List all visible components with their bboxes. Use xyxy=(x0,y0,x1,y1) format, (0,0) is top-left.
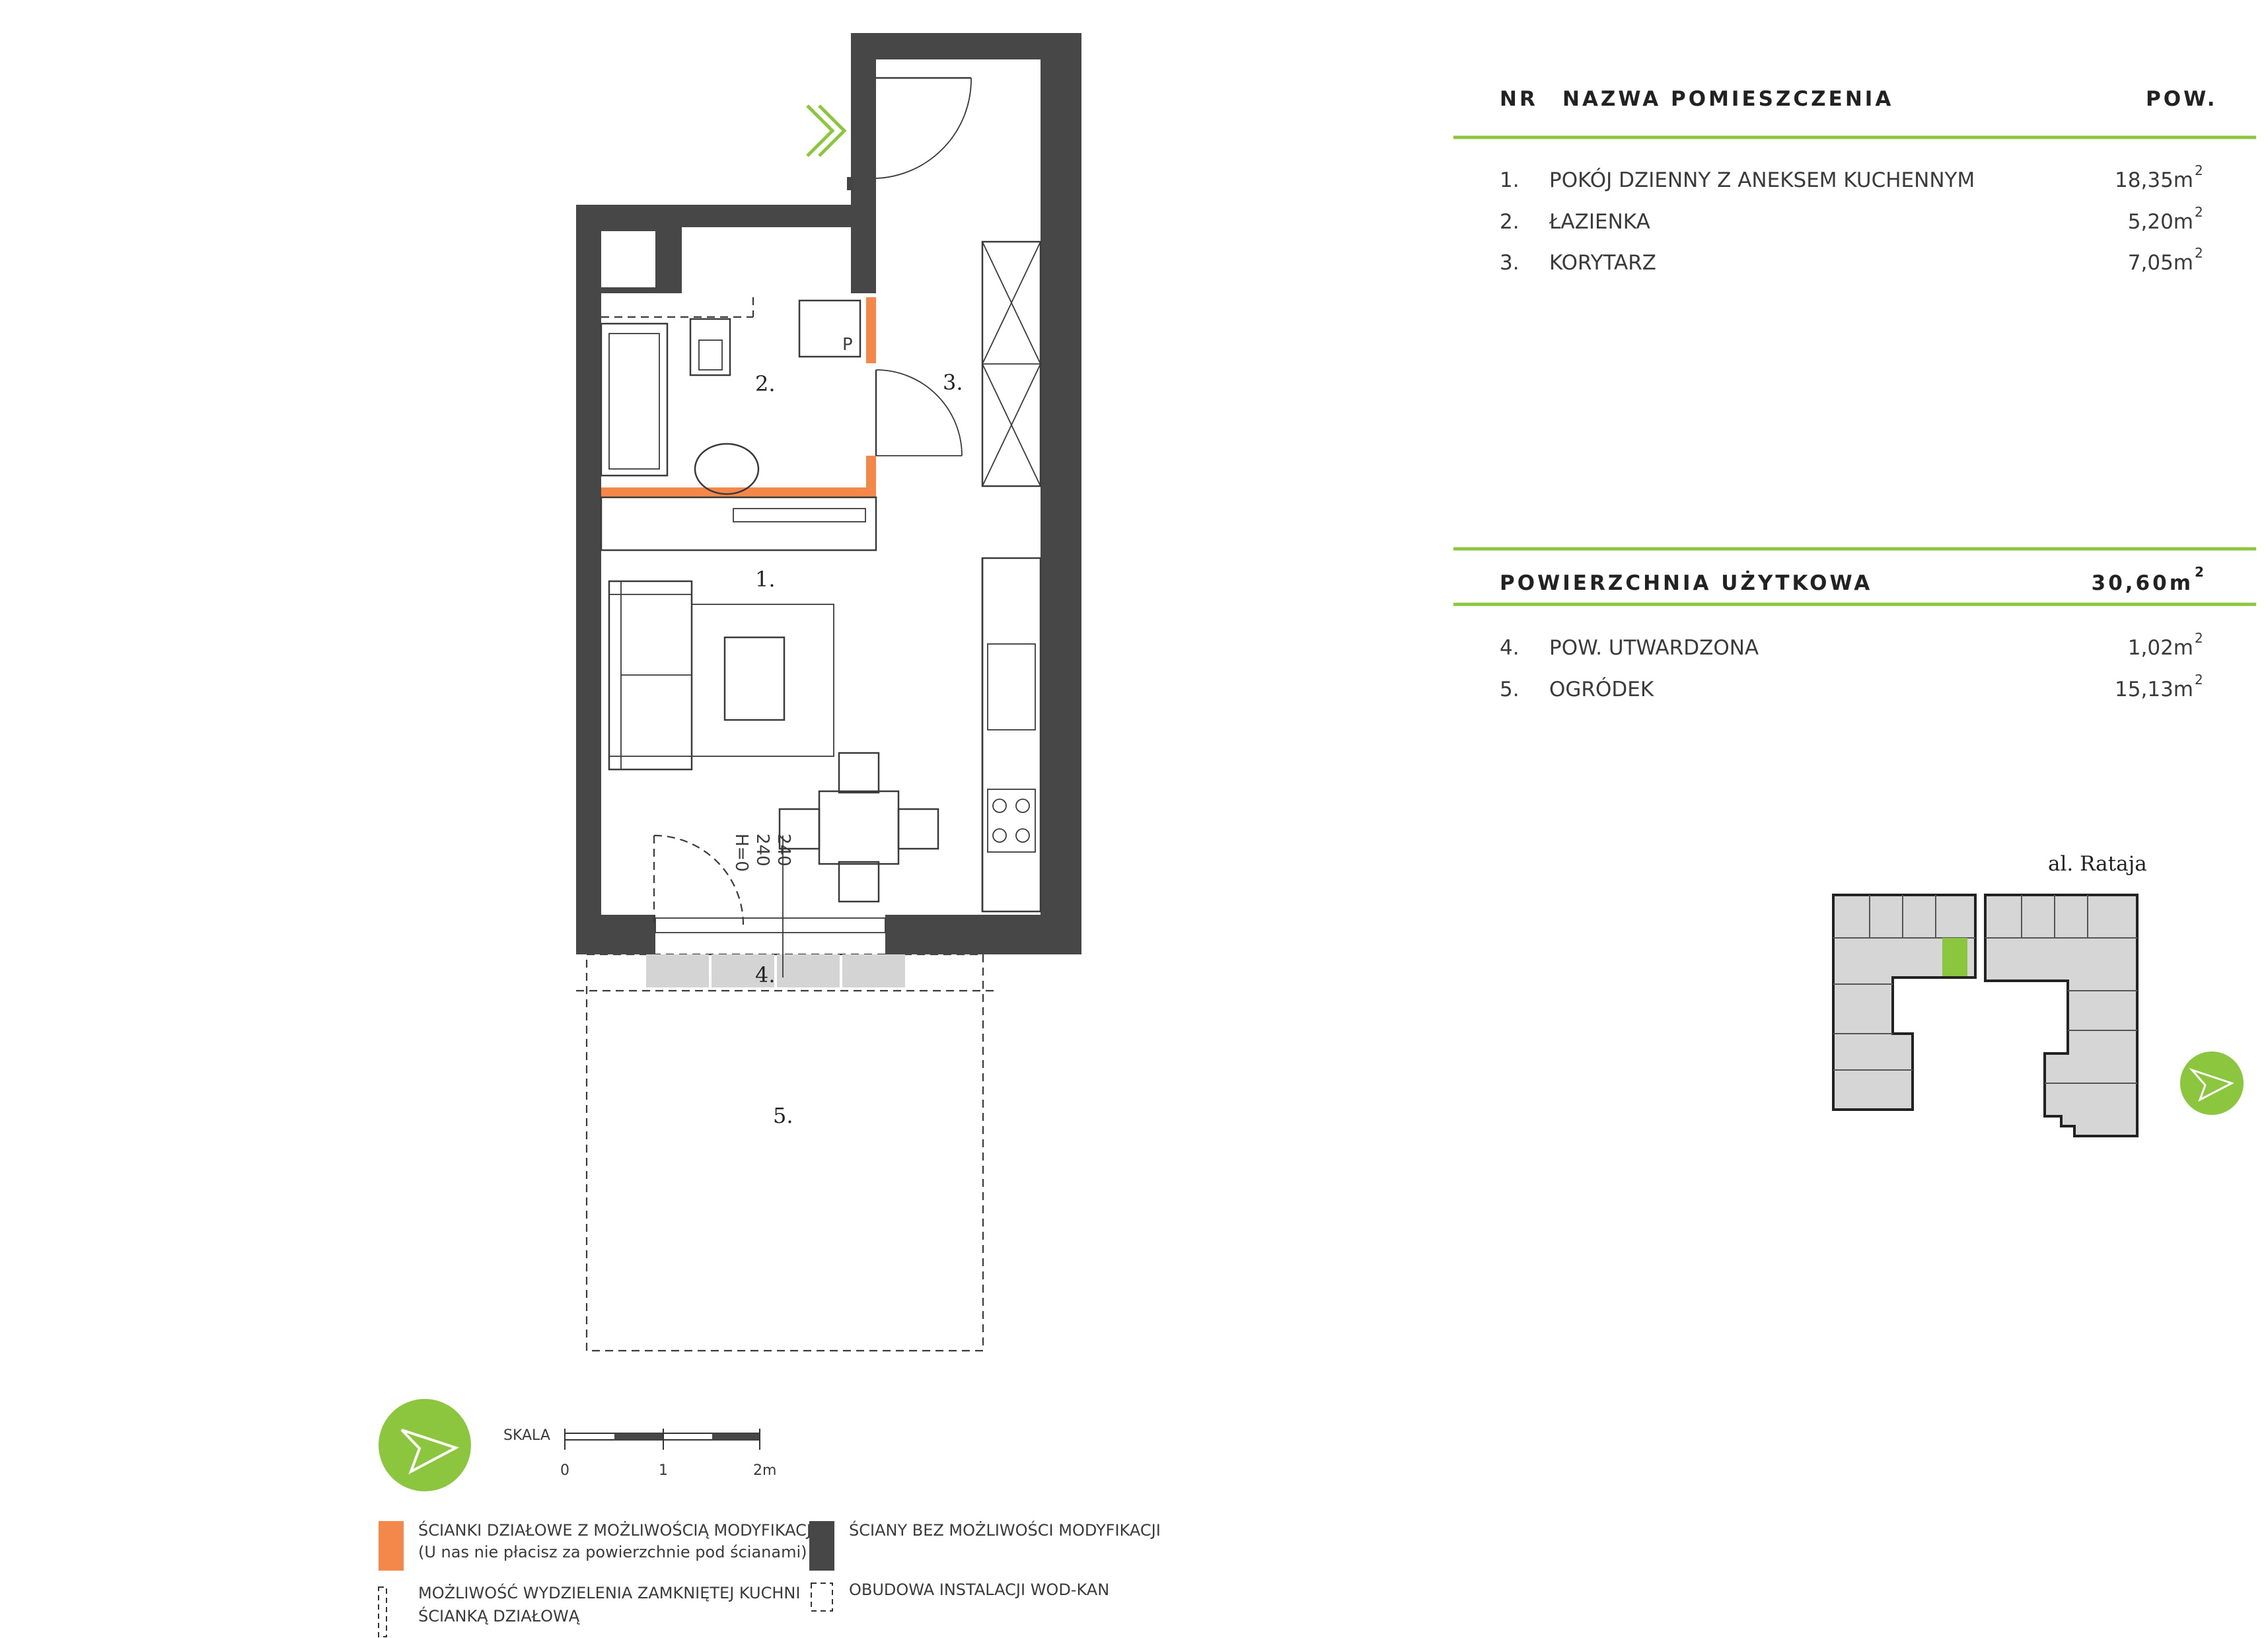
svg-text:1.: 1. xyxy=(1500,168,1519,192)
bath-door-swing xyxy=(875,369,963,456)
bathtub xyxy=(600,322,669,477)
svg-text:1,02m: 1,02m xyxy=(2128,636,2193,660)
svg-text:2: 2 xyxy=(2195,162,2203,178)
entrance-arrow-icon xyxy=(806,104,847,157)
svg-text:240: 240 xyxy=(774,834,793,867)
svg-text:240: 240 xyxy=(752,834,772,867)
toilet xyxy=(689,318,731,376)
svg-text:1: 1 xyxy=(659,1462,668,1479)
legend-install-text: OBUDOWA INSTALACJI WOD-KAN xyxy=(849,1581,1109,1599)
svg-text:5,20m: 5,20m xyxy=(2128,210,2193,234)
svg-text:2m: 2m xyxy=(753,1462,776,1479)
svg-text:3.: 3. xyxy=(1500,251,1519,275)
building-left xyxy=(1832,894,1977,1111)
svg-text:7,05m: 7,05m xyxy=(2128,251,2193,275)
bathroom-fixtures: P xyxy=(600,297,861,495)
room-label-4: 4. xyxy=(755,962,776,987)
apartment-highlight xyxy=(1942,938,1967,976)
svg-text:2: 2 xyxy=(2195,630,2203,646)
room-label-5: 5. xyxy=(773,1103,793,1128)
legend-dark-swatch xyxy=(809,1521,834,1571)
svg-text:5.: 5. xyxy=(1500,678,1519,701)
svg-text:POW. UTWARDZONA: POW. UTWARDZONA xyxy=(1549,636,1759,660)
legend-kitchen-text-1: MOŻLIWOŚĆ WYDZIELENIA ZAMKNIĘTEJ KUCHNI xyxy=(418,1583,800,1602)
compass-icon xyxy=(379,1399,471,1491)
shelf xyxy=(600,496,877,552)
cooktop xyxy=(987,789,1036,853)
boiler xyxy=(798,299,861,358)
site-plan: al. Rataja xyxy=(1832,852,2244,1137)
svg-text:2: 2 xyxy=(2195,564,2207,580)
svg-text:2.: 2. xyxy=(1500,210,1519,234)
col-name: NAZWA POMIESZCZENIA xyxy=(1562,87,1893,111)
paved-area xyxy=(646,954,905,987)
col-nr: NR xyxy=(1500,87,1538,111)
sink xyxy=(694,443,760,495)
rug xyxy=(691,604,834,757)
entry-door-swing xyxy=(875,77,972,179)
opening-dims: 240 240 H=0 xyxy=(731,834,793,872)
dining-set xyxy=(778,752,939,903)
floor-plan: P xyxy=(576,33,1081,1352)
svg-text:4.: 4. xyxy=(1500,636,1519,660)
svg-text:OGRÓDEK: OGRÓDEK xyxy=(1549,677,1654,701)
window-sill xyxy=(655,917,886,933)
legend-orange-text-2: (U nas nie płacisz za powierzchnie pod ś… xyxy=(418,1543,807,1561)
legend-dark-text: ŚCIANY BEZ MOŻLIWOŚCI MODYFIKACJI xyxy=(849,1520,1161,1540)
legend-orange-swatch xyxy=(379,1521,404,1571)
room-label-1: 1. xyxy=(755,567,776,592)
kitchen-unit xyxy=(981,557,1042,913)
room-label-2: 2. xyxy=(755,371,776,396)
shaft-void xyxy=(601,231,655,287)
boiler-label: P xyxy=(842,335,853,355)
svg-text:0: 0 xyxy=(560,1462,569,1479)
room-row-1: 1. POKÓJ DZIENNY Z ANEKSEM KUCHENNYM 18,… xyxy=(1500,162,2203,192)
legend-kitchen-swatch xyxy=(378,1586,387,1637)
wardrobe xyxy=(981,240,1042,487)
coffee-table xyxy=(723,636,786,721)
building-right xyxy=(1984,894,2139,1137)
corridor-wall-upper xyxy=(851,79,876,178)
site-north-arrow-icon xyxy=(2180,1051,2244,1115)
legend: ŚCIANKI DZIAŁOWE Z MOŻLIWOŚCIĄ MODYFIKAC… xyxy=(378,1520,1161,1637)
svg-text:2: 2 xyxy=(2195,204,2203,220)
legend-orange-text-1: ŚCIANKI DZIAŁOWE Z MOŻLIWOŚCIĄ MODYFIKAC… xyxy=(418,1520,816,1540)
modifiable-walls xyxy=(601,297,876,497)
room-row-3: 3. KORYTARZ 7,05m 2 xyxy=(1500,245,2203,275)
svg-text:H=0: H=0 xyxy=(731,834,751,872)
street-label: al. Rataja xyxy=(2048,852,2147,876)
total-label: POWIERZCHNIA UŻYTKOWA xyxy=(1500,571,1872,595)
scale-bar: SKALA 0 1 2m xyxy=(503,1427,776,1479)
col-area: POW. xyxy=(2146,87,2218,111)
svg-text:2: 2 xyxy=(2195,672,2203,688)
svg-text:SKALA: SKALA xyxy=(503,1427,550,1444)
legend-install-swatch xyxy=(811,1583,833,1612)
extra-row-4: 4. POW. UTWARDZONA 1,02m 2 xyxy=(1500,630,2203,660)
sink-counter xyxy=(987,643,1036,730)
svg-text:2: 2 xyxy=(2195,245,2203,261)
garden-outline xyxy=(585,953,984,1352)
bath-notch xyxy=(682,227,851,273)
svg-text:15,13m: 15,13m xyxy=(2115,678,2193,701)
sofa xyxy=(608,580,693,771)
room-row-2: 2. ŁAZIENKA 5,20m 2 xyxy=(1500,204,2203,234)
room-label-3: 3. xyxy=(943,370,963,395)
corridor-floor xyxy=(876,59,1041,915)
svg-text:KORYTARZ: KORYTARZ xyxy=(1549,251,1656,275)
svg-text:ŁAZIENKA: ŁAZIENKA xyxy=(1549,210,1650,234)
svg-text:18,35m: 18,35m xyxy=(2115,168,2193,192)
extra-row-5: 5. OGRÓDEK 15,13m 2 xyxy=(1500,672,2203,701)
total-area: 30,60m xyxy=(2092,571,2193,595)
legend-kitchen-text-2: ŚCIANKĄ DZIAŁOWĄ xyxy=(418,1606,580,1625)
room-table: NR NAZWA POMIESZCZENIA POW. 1. POKÓJ DZI… xyxy=(1453,87,2256,701)
svg-text:POKÓJ DZIENNY Z ANEKSEM KUCHEN: POKÓJ DZIENNY Z ANEKSEM KUCHENNYM xyxy=(1549,168,1975,192)
